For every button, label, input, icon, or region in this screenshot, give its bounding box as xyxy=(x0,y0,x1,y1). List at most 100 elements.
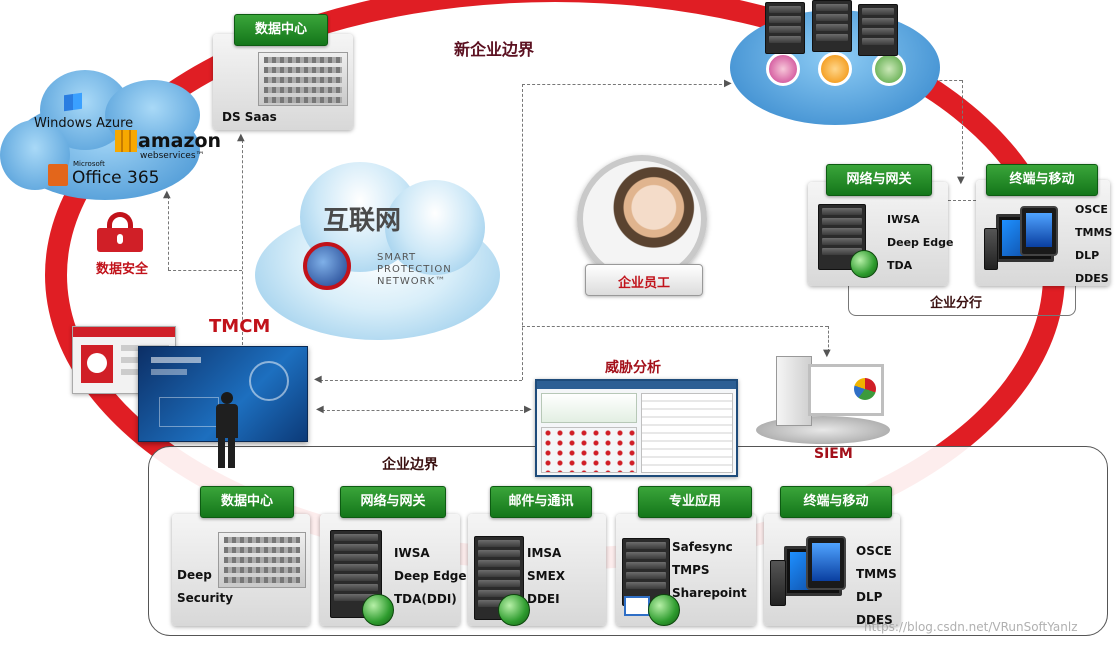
vendor-cloud: Windows Azure amazon webservices™ Micros… xyxy=(0,60,221,210)
connector-arrow-left-threat: ◀ xyxy=(316,404,324,415)
services-cloud xyxy=(730,0,940,130)
connector-branch-vertical xyxy=(962,80,963,180)
branch-pc-tower xyxy=(984,228,998,270)
connector-tmcm-threat xyxy=(322,410,528,411)
border-datacenter-item-1: Deep xyxy=(177,568,212,582)
border-apps-mail-icon xyxy=(624,596,650,616)
office-365-logo: Office 365 xyxy=(72,168,160,188)
border-mail-item-2: SMEX xyxy=(527,569,566,583)
spn-globe-icon xyxy=(303,242,351,290)
connector-lock xyxy=(168,270,242,271)
internet-title: 互联网 xyxy=(323,206,402,236)
branch-endpoint-list: OSCE TMMS DLP DDES xyxy=(1075,198,1112,290)
connector-arrow-up-datacenter: ▲ xyxy=(237,132,245,143)
spn-line-2: PROTECTION xyxy=(377,264,452,275)
border-endpoint-item-2: TMMS xyxy=(856,567,897,581)
threat-dashboard xyxy=(535,379,738,477)
connector-center-vertical xyxy=(522,84,523,380)
border-apps-item-2: TMPS xyxy=(672,563,710,577)
aws-cubes-icon xyxy=(115,130,137,152)
employee-label-box xyxy=(585,264,703,296)
threat-title: 威胁分析 xyxy=(605,360,661,376)
connector-to-siem xyxy=(522,326,828,327)
border-endpoint-item-4: DDES xyxy=(856,613,893,627)
top-datacenter-tag: 数据中心 xyxy=(234,14,328,46)
branch-gateway-rack xyxy=(818,204,866,270)
branch-gateway-item-3: TDA xyxy=(887,259,913,272)
border-gateway-list: IWSA Deep Edge TDA(DDI) xyxy=(394,542,467,611)
border-endpoint-tag: 终端与移动 xyxy=(780,486,892,518)
employee-avatar xyxy=(577,155,707,283)
branch-bracket xyxy=(848,280,1076,316)
border-gateway-item-2: Deep Edge xyxy=(394,569,467,583)
employee-label: 企业员工 xyxy=(618,276,671,291)
connector-lock-vertical xyxy=(168,196,169,270)
border-mail-list: IMSA SMEX DDEI xyxy=(527,542,565,611)
border-mail-item-3: DDEI xyxy=(527,592,560,606)
watermark: https://blog.csdn.net/VRunSoftYanlz xyxy=(864,620,1078,634)
cloud-server-1 xyxy=(765,2,805,54)
border-datacenter-list: Deep Security xyxy=(177,564,233,610)
connector-siem-vertical xyxy=(828,326,829,352)
operator-figure xyxy=(214,392,240,468)
border-endpoint-item-3: DLP xyxy=(856,590,883,604)
siem-title: SIEM xyxy=(814,446,853,462)
connector-internet-vertical xyxy=(242,140,243,345)
lock-icon xyxy=(97,212,143,252)
branch-gateway-list: IWSA Deep Edge TDA xyxy=(887,208,953,277)
border-datacenter-item-2: Security xyxy=(177,591,234,605)
branch-tablet xyxy=(1020,206,1058,256)
border-datacenter-image xyxy=(218,532,306,588)
branch-gateway-tag: 网络与网关 xyxy=(826,164,932,196)
branch-title: 企业分行 xyxy=(930,296,983,311)
branch-endpoint-tag: 终端与移动 xyxy=(986,164,1098,196)
internet-cloud: 互联网 SMART PROTECTION NETWORK™ xyxy=(245,150,507,345)
border-apps-globe-icon xyxy=(648,594,680,626)
border-endpoint-list: OSCE TMMS DLP DDES xyxy=(856,540,897,632)
branch-endpoint-item-1: OSCE xyxy=(1075,203,1108,216)
branch-link-line xyxy=(948,200,976,201)
enterprise-border-title: 企业边界 xyxy=(382,457,438,473)
web-globe-icon xyxy=(766,52,800,86)
border-mail-item-1: IMSA xyxy=(527,546,562,560)
border-apps-tag: 专业应用 xyxy=(638,486,752,518)
border-pc-tower xyxy=(770,560,786,606)
office-brand-text: Microsoft xyxy=(73,160,105,168)
windows-flag-icon xyxy=(64,92,82,112)
connector-arrow-right-threat: ▶ xyxy=(524,404,532,415)
new-perimeter-title: 新企业边界 xyxy=(454,40,535,59)
connector-to-tmcm xyxy=(320,380,522,381)
connector-arrow-left-tmcm: ◀ xyxy=(314,374,322,385)
branch-endpoint-item-4: DDES xyxy=(1075,272,1109,285)
siem-workstation xyxy=(756,356,890,446)
cloud-server-2 xyxy=(812,0,852,52)
border-datacenter-tag: 数据中心 xyxy=(200,486,294,518)
border-apps-item-3: Sharepoint xyxy=(672,586,747,600)
tmcm-title: TMCM xyxy=(209,316,271,337)
branch-gateway-item-1: IWSA xyxy=(887,213,920,226)
spn-line-3: NETWORK™ xyxy=(377,276,447,287)
connector-top-horizontal xyxy=(522,84,727,85)
border-gateway-item-1: IWSA xyxy=(394,546,430,560)
amazon-logo: amazon xyxy=(138,130,222,152)
border-mail-globe-icon xyxy=(498,594,530,626)
cloud-app-icon xyxy=(872,52,906,86)
connector-arrow-right-services: ▶ xyxy=(724,78,732,89)
border-gateway-tag: 网络与网关 xyxy=(340,486,446,518)
connector-arrow-down-branch: ▼ xyxy=(957,175,965,186)
branch-gateway-globe-icon xyxy=(850,250,878,278)
border-mail-tag: 邮件与通讯 xyxy=(490,486,592,518)
border-gateway-globe-icon xyxy=(362,594,394,626)
data-security-label: 数据安全 xyxy=(96,262,149,277)
border-apps-item-1: Safesync xyxy=(672,540,733,554)
border-apps-list: Safesync TMPS Sharepoint xyxy=(672,536,747,605)
border-gateway-item-3: TDA(DDI) xyxy=(394,592,457,606)
office-icon xyxy=(48,164,68,186)
datacenter-server-image xyxy=(258,52,348,106)
connector-arrow-up-cloud: ▲ xyxy=(163,189,171,200)
border-tablet xyxy=(806,536,846,590)
branch-gateway-item-2: Deep Edge xyxy=(887,236,954,249)
branch-endpoint-item-3: DLP xyxy=(1075,249,1100,262)
spn-line-1: SMART xyxy=(377,252,417,263)
mail-icon xyxy=(818,52,852,86)
